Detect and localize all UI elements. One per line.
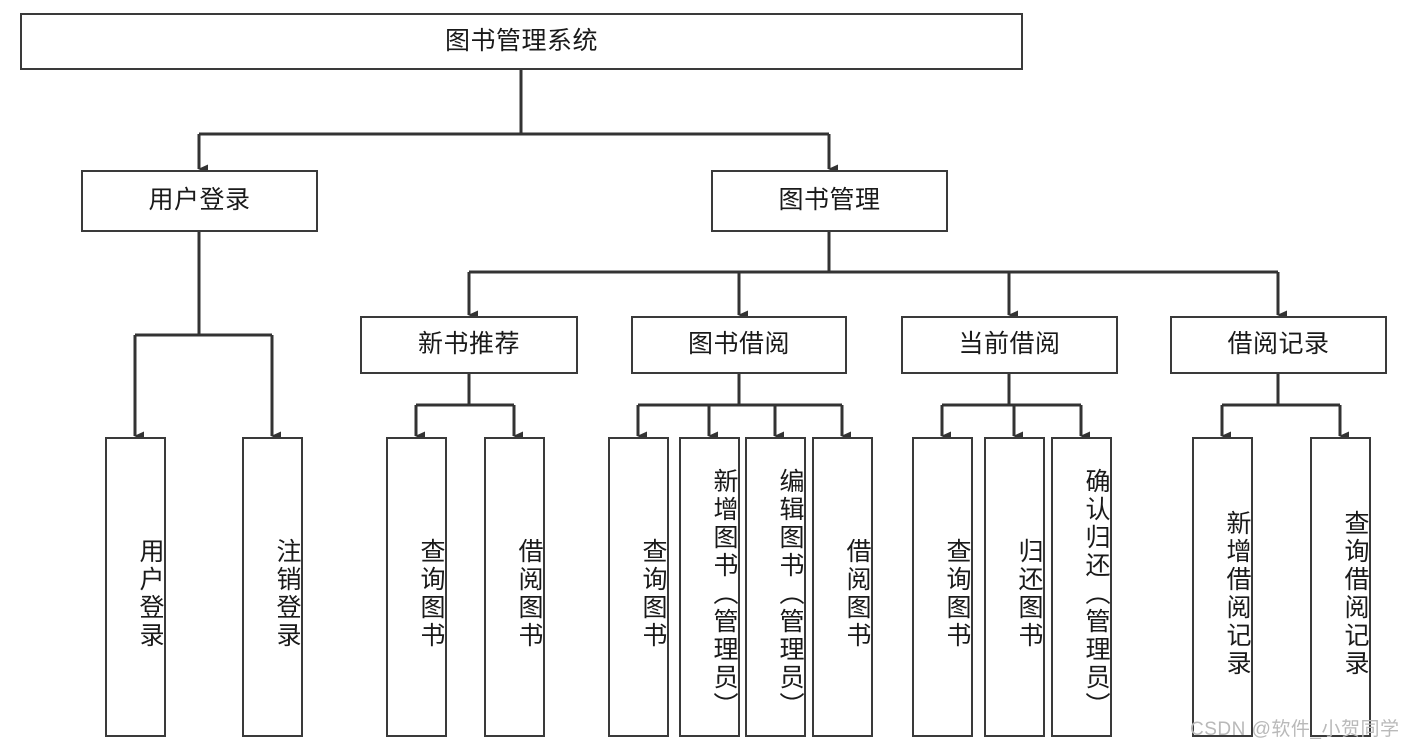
leaf-label: 用户登录 bbox=[136, 538, 164, 650]
leaf-user-login[interactable]: 用户登录 bbox=[105, 437, 166, 737]
leaf-query-book-new-recommend[interactable]: 查询图书 bbox=[386, 437, 447, 737]
leaf-query-book-current[interactable]: 查询图书 bbox=[912, 437, 973, 737]
node-borrow-record[interactable]: 借阅记录 bbox=[1170, 316, 1387, 374]
leaf-query-borrow-record[interactable]: 查询借阅记录 bbox=[1310, 437, 1371, 737]
node-book-management[interactable]: 图书管理 bbox=[711, 170, 948, 232]
leaf-borrow-book[interactable]: 借阅图书 bbox=[812, 437, 873, 737]
leaf-borrow-book-new-recommend[interactable]: 借阅图书 bbox=[484, 437, 545, 737]
node-new-book-recommend[interactable]: 新书推荐 bbox=[360, 316, 578, 374]
leaf-label: 编辑图书（管理员） bbox=[776, 468, 804, 720]
leaf-label: 新增图书（管理员） bbox=[710, 468, 738, 720]
leaf-label: 查询借阅记录 bbox=[1341, 510, 1369, 678]
node-current-borrow[interactable]: 当前借阅 bbox=[901, 316, 1118, 374]
leaf-label: 借阅图书 bbox=[843, 538, 871, 650]
node-book-borrow[interactable]: 图书借阅 bbox=[631, 316, 847, 374]
csdn-watermark: CSDN @软件_小贺同学 bbox=[1190, 719, 1400, 740]
leaf-edit-book-admin[interactable]: 编辑图书（管理员） bbox=[745, 437, 806, 737]
node-root[interactable]: 图书管理系统 bbox=[20, 13, 1023, 70]
leaf-label: 注销登录 bbox=[273, 538, 301, 650]
leaf-user-logout[interactable]: 注销登录 bbox=[242, 437, 303, 737]
leaf-label: 确认归还（管理员） bbox=[1082, 468, 1110, 720]
leaf-add-borrow-record[interactable]: 新增借阅记录 bbox=[1192, 437, 1253, 737]
node-user-login[interactable]: 用户登录 bbox=[81, 170, 318, 232]
edges-group bbox=[133, 70, 1349, 441]
leaf-add-book-admin[interactable]: 新增图书（管理员） bbox=[679, 437, 740, 737]
leaf-label: 查询图书 bbox=[417, 538, 445, 650]
leaf-label: 归还图书 bbox=[1015, 538, 1043, 650]
leaf-label: 新增借阅记录 bbox=[1223, 510, 1251, 678]
leaf-return-book[interactable]: 归还图书 bbox=[984, 437, 1045, 737]
leaf-label: 借阅图书 bbox=[515, 538, 543, 650]
leaf-confirm-return-admin[interactable]: 确认归还（管理员） bbox=[1051, 437, 1112, 737]
leaf-label: 查询图书 bbox=[639, 538, 667, 650]
leaf-label: 查询图书 bbox=[943, 538, 971, 650]
leaf-query-book-borrow[interactable]: 查询图书 bbox=[608, 437, 669, 737]
